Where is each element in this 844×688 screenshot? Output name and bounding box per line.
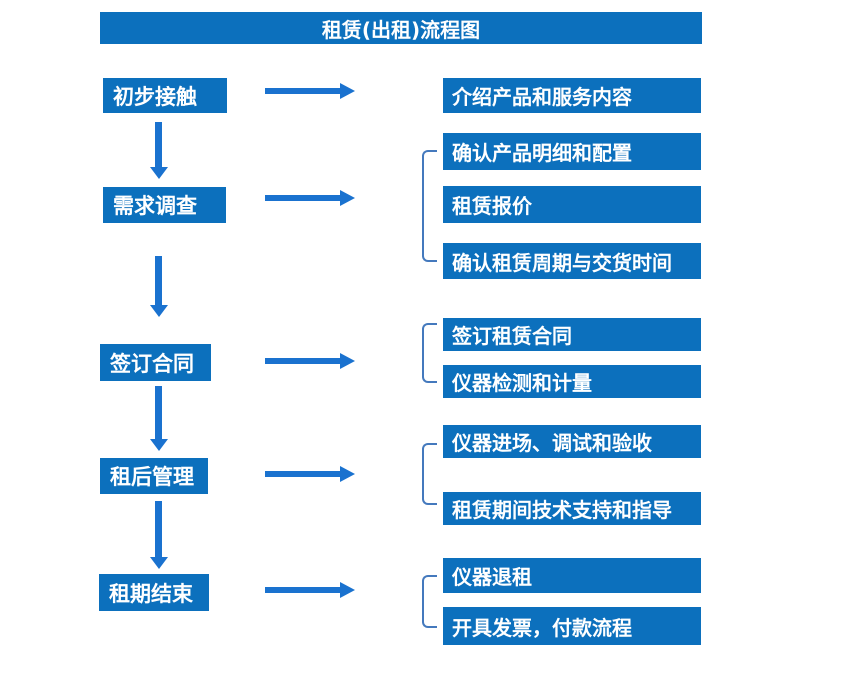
down-arrow-icon [150, 122, 168, 179]
output-instrument-testing: 仪器检测和计量 [443, 365, 701, 398]
arrow-stem [265, 88, 340, 94]
arrow-head [150, 439, 168, 451]
down-arrow-icon [150, 501, 168, 569]
right-arrow-icon [265, 190, 355, 206]
output-sign-rental-contract: 签订租赁合同 [443, 318, 701, 351]
output-invoice-payment: 开具发票，付款流程 [443, 607, 701, 645]
right-arrow-icon [265, 466, 355, 482]
arrow-stem [265, 195, 340, 201]
arrow-stem [155, 122, 162, 167]
stage-rental-end: 租期结束 [99, 574, 209, 611]
arrow-stem [155, 256, 162, 305]
arrow-stem [265, 587, 340, 593]
arrow-head [150, 305, 168, 317]
output-tech-support: 租赁期间技术支持和指导 [443, 492, 701, 525]
arrow-stem [155, 386, 162, 439]
arrow-head [340, 353, 355, 369]
output-confirm-product-details: 确认产品明细和配置 [443, 133, 701, 170]
stage-demand-survey: 需求调查 [103, 187, 226, 223]
right-arrow-icon [265, 353, 355, 369]
arrow-head [340, 466, 355, 482]
arrow-head [340, 83, 355, 99]
output-confirm-rental-period: 确认租赁周期与交货时间 [443, 243, 701, 279]
arrow-head [150, 167, 168, 179]
group-bracket [422, 323, 437, 383]
stage-sign-contract: 签订合同 [100, 344, 211, 381]
output-instrument-setup: 仪器进场、调试和验收 [443, 425, 701, 458]
output-instrument-return: 仪器退租 [443, 558, 701, 593]
arrow-head [340, 582, 355, 598]
arrow-stem [265, 471, 340, 477]
output-rental-quote: 租赁报价 [443, 186, 701, 223]
right-arrow-icon [265, 83, 355, 99]
output-introduce-products: 介绍产品和服务内容 [443, 78, 701, 113]
right-arrow-icon [265, 582, 355, 598]
arrow-stem [265, 358, 340, 364]
arrow-head [150, 557, 168, 569]
arrow-stem [155, 501, 162, 557]
flowchart-title: 租赁(出租)流程图 [100, 12, 702, 44]
arrow-head [340, 190, 355, 206]
group-bracket [422, 443, 437, 505]
stage-post-rental-management: 租后管理 [100, 458, 208, 494]
group-bracket [422, 575, 437, 628]
group-bracket [422, 150, 437, 262]
stage-initial-contact: 初步接触 [103, 78, 227, 113]
down-arrow-icon [150, 386, 168, 451]
down-arrow-icon [150, 256, 168, 317]
